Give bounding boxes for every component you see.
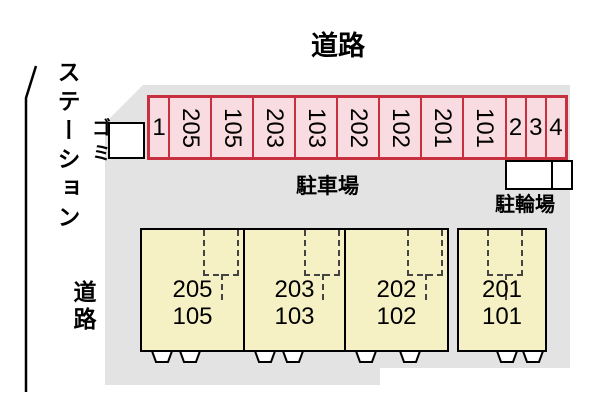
space-number: 103 xyxy=(303,107,331,148)
parking-space: 101 xyxy=(462,98,504,157)
unit-number-upper: 205 xyxy=(172,276,213,304)
unit-number-lower: 105 xyxy=(172,302,213,330)
parking-space: 103 xyxy=(294,98,336,157)
parking-space-row: 1 205 105 203 103 202 102 201 101 2 3 4 xyxy=(147,95,568,160)
parking-space: 2 xyxy=(504,98,525,157)
parking-space: 102 xyxy=(378,98,420,157)
road-label-top: 道路 xyxy=(311,31,365,61)
space-number: 205 xyxy=(177,107,205,148)
garbage-box xyxy=(108,122,145,159)
parking-space: 201 xyxy=(420,98,462,157)
stair-outline xyxy=(407,230,443,300)
space-number: 105 xyxy=(219,107,247,148)
bicycle-parking-box xyxy=(505,160,573,190)
parking-space: 3 xyxy=(524,98,545,157)
stair-outline xyxy=(304,230,340,300)
bicycle-parking-label: 駐輪場 xyxy=(495,194,555,216)
left-boundary-line xyxy=(24,65,38,392)
stair-outline xyxy=(203,230,239,300)
unit-number-upper: 202 xyxy=(376,276,417,304)
space-number: 4 xyxy=(549,113,563,141)
unit-number-upper: 201 xyxy=(481,276,523,304)
parking-space: 4 xyxy=(544,98,565,157)
space-number: 203 xyxy=(261,107,289,148)
unit-number-lower: 101 xyxy=(481,302,523,330)
unit-number-lower: 103 xyxy=(274,302,315,330)
parking-space: 205 xyxy=(168,98,210,157)
space-number: 202 xyxy=(345,107,373,148)
parking-lot-label: 駐車場 xyxy=(296,175,359,198)
garbage-label: ゴミ xyxy=(89,118,110,168)
bicycle-box-divider xyxy=(551,162,553,188)
space-number: 201 xyxy=(429,107,457,148)
unit-number-lower: 102 xyxy=(376,302,417,330)
parking-space: 105 xyxy=(210,98,252,157)
stair-outline xyxy=(487,230,523,300)
space-number: 3 xyxy=(529,113,543,141)
space-number: 102 xyxy=(387,107,415,148)
parking-space: 202 xyxy=(336,98,378,157)
parking-space: 1 xyxy=(150,98,168,157)
station-label: ステーション xyxy=(54,60,80,234)
parking-space: 203 xyxy=(252,98,294,157)
space-number: 101 xyxy=(471,107,499,148)
space-number: 1 xyxy=(152,113,166,141)
unit-number-upper: 203 xyxy=(274,276,315,304)
space-number: 2 xyxy=(508,113,523,141)
road-label-left: 道路 xyxy=(70,280,96,334)
